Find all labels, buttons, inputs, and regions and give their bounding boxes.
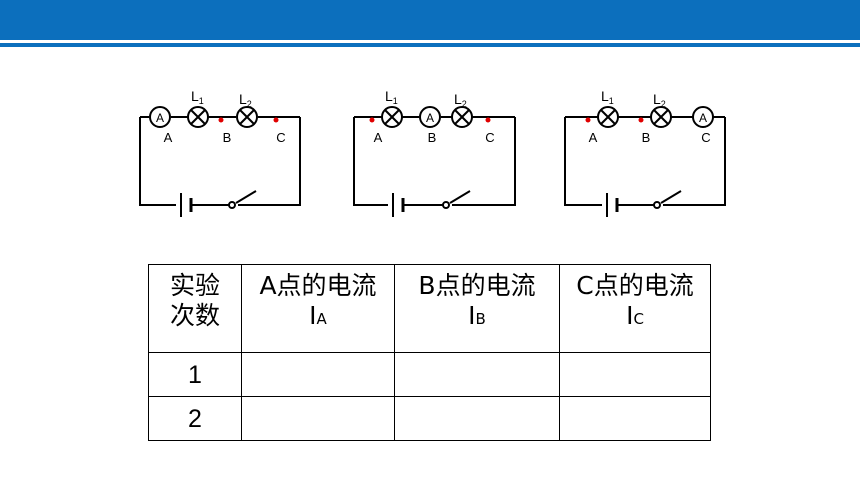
current-b-cell[interactable]	[394, 352, 560, 397]
point-b-label: B	[642, 130, 651, 145]
circuit-diagrams: A A B C L1 L2 A A B C L1 L2	[139, 88, 726, 217]
current-c-cell[interactable]	[559, 352, 711, 397]
circuit-3-outer-wire	[564, 117, 602, 206]
circuit-1-switch-blade	[235, 190, 257, 204]
circuit-1-switch-pivot	[228, 201, 236, 209]
circuit-1-labels: A A B C L1 L2	[156, 88, 286, 145]
circuit-2-lamp1	[381, 106, 403, 128]
point-a-label: A	[374, 130, 383, 145]
point-c-dot	[273, 117, 279, 123]
circuit-1-lamp2	[236, 106, 258, 128]
header-current-b: B点的电流 IB	[394, 264, 560, 353]
point-a-label: A	[589, 130, 598, 145]
circuit-3-points	[585, 117, 644, 123]
circuit-2-ammeter	[419, 106, 441, 128]
lamp1-label: L1	[191, 88, 204, 106]
trial-number-cell: 2	[148, 396, 242, 441]
circuit-3	[564, 106, 726, 217]
circuit-3-lamp1	[597, 106, 619, 128]
lamp2-label: L2	[239, 91, 252, 109]
current-data-table: 实验 次数 A点的电流 IA B点的电流 IB C点的电流 IC 1 2	[148, 264, 711, 441]
point-b-dot	[218, 117, 224, 123]
point-c-label: C	[485, 130, 494, 145]
circuit-1-outer-wire	[139, 117, 176, 206]
header-current-c: C点的电流 IC	[559, 264, 711, 353]
circuit-1-ammeter	[149, 106, 171, 128]
circuit-3-outer-wire	[663, 117, 726, 206]
circuit-2	[353, 106, 516, 217]
circuit-2-outer-wire	[452, 117, 516, 206]
circuit-1-lamp1	[187, 106, 209, 128]
point-b-label: B	[223, 130, 232, 145]
point-c-dot	[485, 117, 491, 123]
table-header-row: 实验 次数 A点的电流 IA B点的电流 IB C点的电流 IC	[148, 264, 711, 353]
table-row: 2	[148, 396, 711, 441]
current-a-cell[interactable]	[241, 396, 395, 441]
table-row: 1	[148, 352, 711, 397]
header-current-a: A点的电流 IA	[241, 264, 395, 353]
header-underline	[0, 43, 860, 47]
circuit-3-switch-pivot	[653, 201, 661, 209]
lamp2-label: L2	[454, 91, 467, 109]
lamp1-label: L1	[385, 88, 398, 106]
point-b-dot	[638, 117, 644, 123]
ammeter-label: A	[156, 111, 164, 125]
header-trial-count: 实验 次数	[148, 264, 242, 353]
point-c-label: C	[276, 130, 285, 145]
ammeter-label: A	[699, 111, 707, 125]
circuit-3-lamp2	[650, 106, 672, 128]
circuit-1	[139, 106, 301, 217]
lamp2-label: L2	[653, 91, 666, 109]
point-b-label: B	[428, 130, 437, 145]
point-a-dot	[369, 117, 375, 123]
circuit-3-ammeter	[692, 106, 714, 128]
circuit-2-labels: A A B C L1 L2	[374, 88, 495, 145]
lamp1-label: L1	[601, 88, 614, 106]
circuit-3-switch-blade	[660, 190, 682, 204]
point-c-label: C	[701, 130, 710, 145]
circuit-2-switch-pivot	[442, 201, 450, 209]
trial-number-cell: 1	[148, 352, 242, 397]
circuit-3-labels: A A B C L1 L2	[589, 88, 711, 145]
circuit-2-points	[369, 117, 491, 123]
circuit-1-outer-wire	[238, 117, 301, 206]
circuit-2-switch-blade	[449, 190, 471, 204]
current-a-cell[interactable]	[241, 352, 395, 397]
circuit-2-outer-wire	[353, 117, 388, 206]
point-a-label: A	[164, 130, 173, 145]
circuit-1-points	[218, 117, 279, 123]
current-c-cell[interactable]	[559, 396, 711, 441]
current-b-cell[interactable]	[394, 396, 560, 441]
ammeter-label: A	[426, 111, 434, 125]
point-a-dot	[585, 117, 591, 123]
header-bar	[0, 0, 860, 40]
circuit-2-lamp2	[451, 106, 473, 128]
